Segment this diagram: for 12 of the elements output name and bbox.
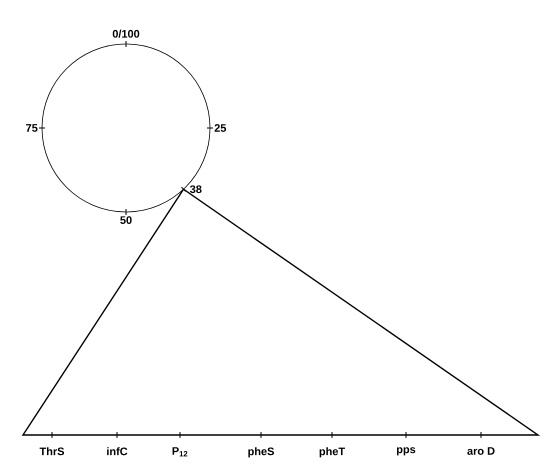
gene-label: ThrS bbox=[40, 447, 64, 456]
map-position-label: 25 bbox=[214, 124, 226, 132]
gene-label: pheS bbox=[248, 447, 274, 458]
map-position-label: 38 bbox=[190, 185, 202, 194]
gene-label: P$_{12}$ bbox=[172, 447, 188, 456]
map-position-label: 0/100 bbox=[112, 30, 140, 38]
gene-label: infC bbox=[107, 447, 128, 456]
gene-label: pheT bbox=[320, 447, 345, 458]
gene-label: pps bbox=[396, 447, 416, 456]
map-position-label: 50 bbox=[120, 216, 132, 224]
gene-label: aro D bbox=[467, 447, 495, 455]
map-position-label: 75 bbox=[26, 124, 38, 132]
